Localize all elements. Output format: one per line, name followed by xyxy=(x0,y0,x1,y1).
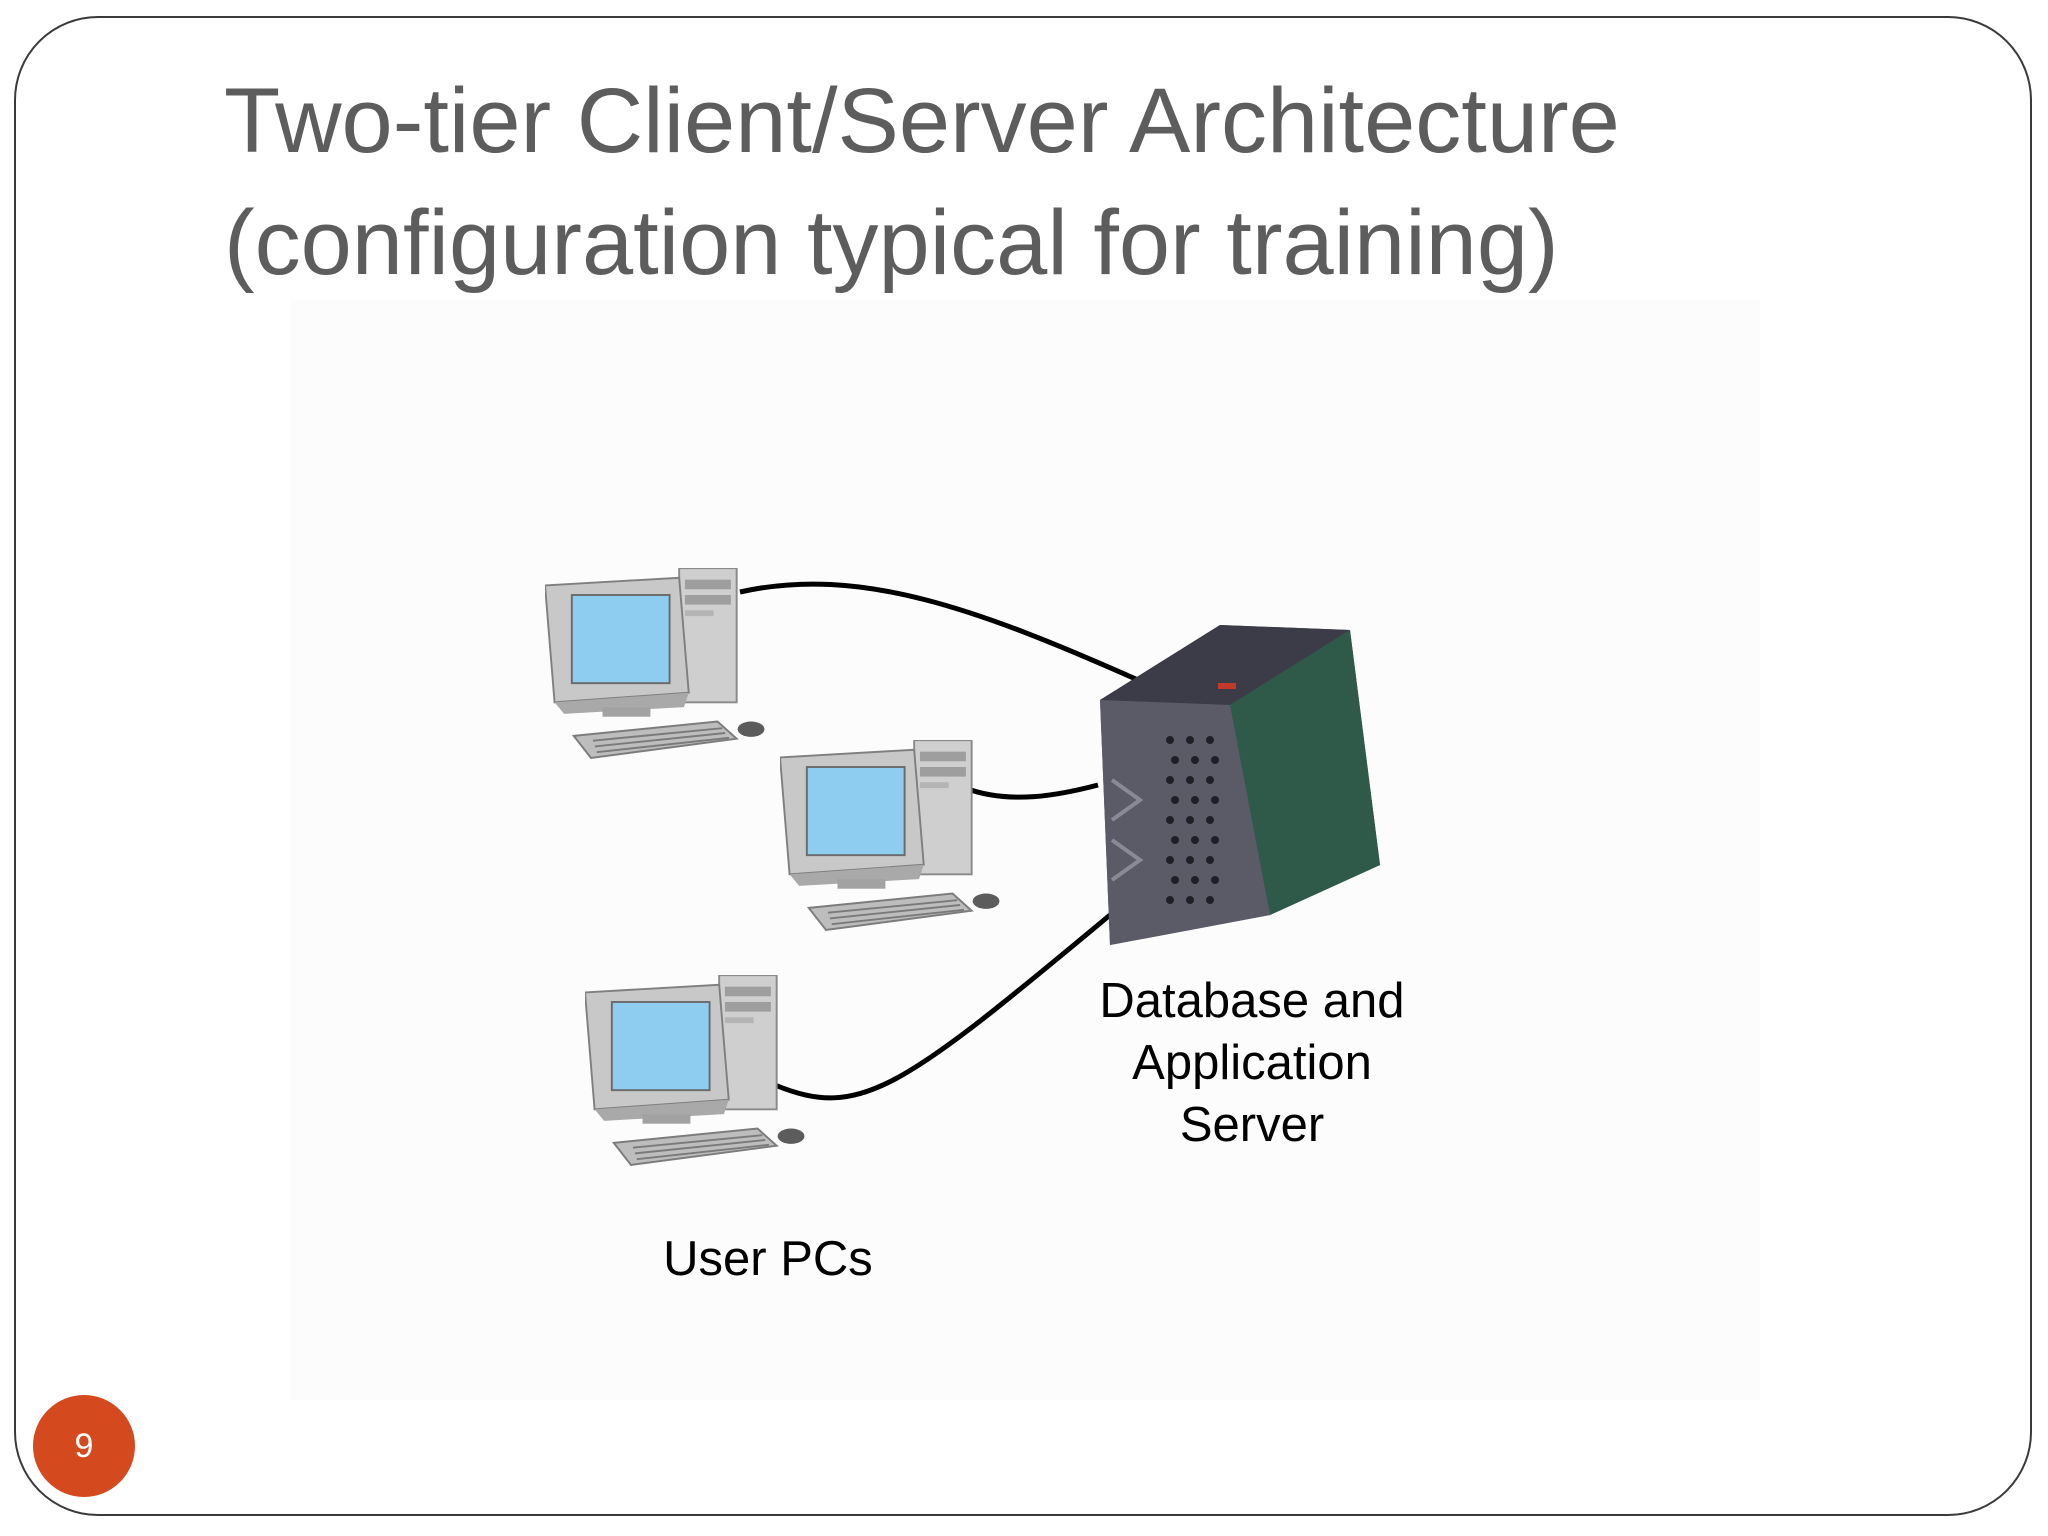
cable-pc2-server xyxy=(964,782,1099,800)
server-label: Database and Application Server xyxy=(1052,970,1452,1156)
slide-title: Two-tier Client/Server Architecture (con… xyxy=(224,60,1620,304)
user-pc-3 xyxy=(585,975,806,1166)
server-label-line-1: Database and xyxy=(1099,974,1405,1028)
page-number-badge: 9 xyxy=(33,1395,135,1497)
user-pc-1 xyxy=(545,568,766,759)
diagram-background xyxy=(290,300,1760,1400)
slide-title-line-1: Two-tier Client/Server Architecture xyxy=(224,70,1620,172)
server-label-line-3: Server xyxy=(1179,1098,1325,1152)
slide-title-line-2: (configuration typical for training) xyxy=(224,192,1559,294)
user-pcs-label: User PCs xyxy=(663,1232,873,1286)
user-pc-2 xyxy=(780,740,1001,931)
cable-pc3-server xyxy=(774,913,1112,1101)
cable-pc1-server xyxy=(739,581,1140,683)
server-label-line-2: Application xyxy=(1132,1036,1372,1090)
server-icon xyxy=(1100,625,1380,945)
